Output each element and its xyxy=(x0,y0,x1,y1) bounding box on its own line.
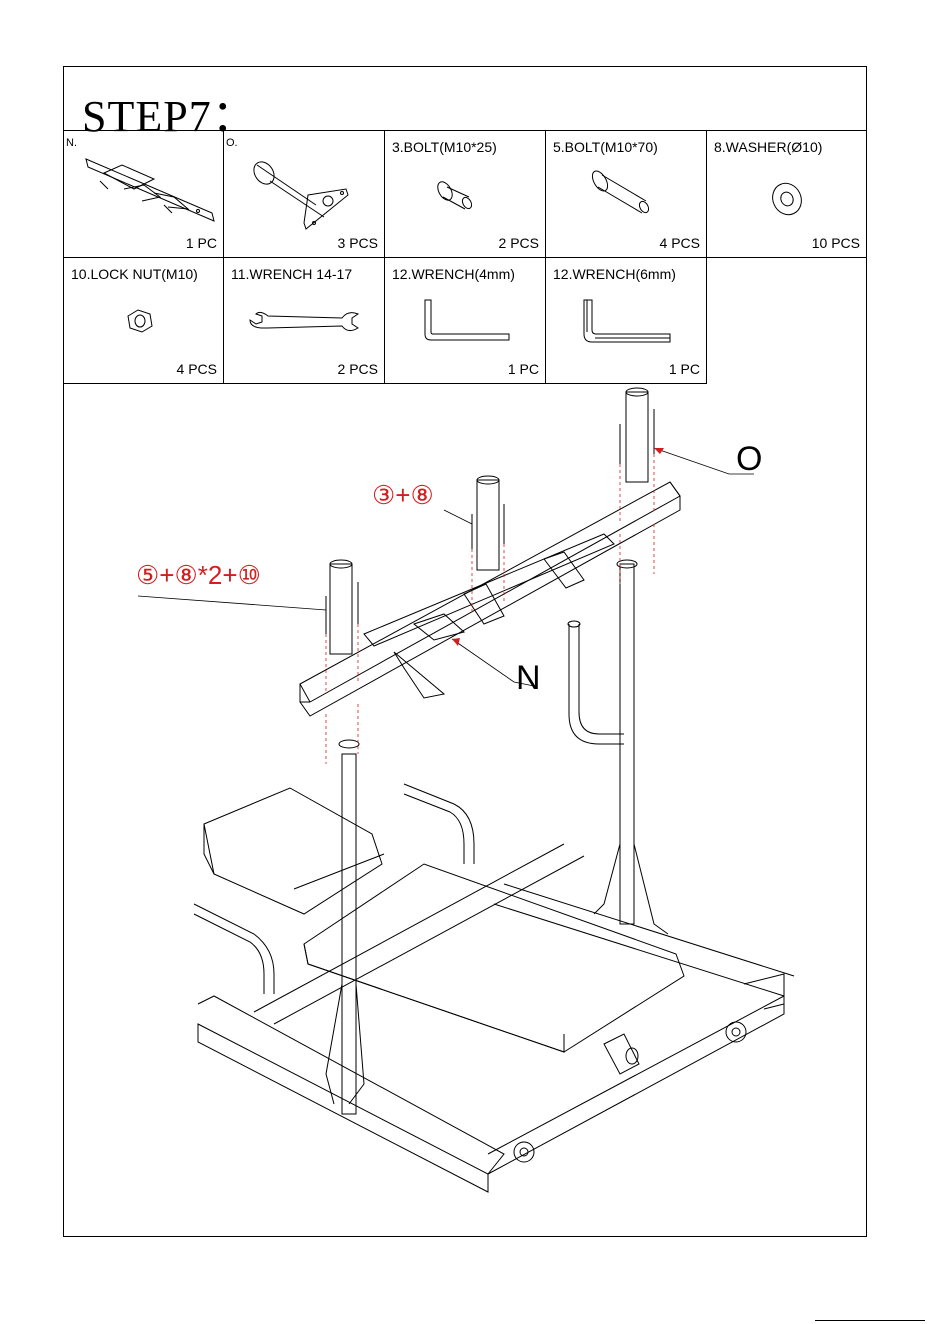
assembly-diagram: O N ③+⑧ ⑤+⑧*2+⑩ xyxy=(64,384,866,1236)
part-qty: 2 PCS xyxy=(338,361,378,377)
part-qty: 10 PCS xyxy=(812,235,860,251)
part-cell-lock-nut: 10.LOCK NUT(M10) 4 PCS xyxy=(63,258,224,384)
page-footer-rule xyxy=(815,1320,925,1321)
callout-top-center: ③+⑧ xyxy=(372,480,434,510)
callout-part-o: O xyxy=(736,440,762,478)
part-cell-bolt-25: 3.BOLT(M10*25) 2 PCS xyxy=(385,131,546,258)
part-cell-allen-6: 12.WRENCH(6mm) 1 PC xyxy=(546,258,707,384)
part-cell-bolt-70: 5.BOLT(M10*70) 4 PCS xyxy=(546,131,707,258)
part-qty: 4 PCS xyxy=(660,235,700,251)
part-cell-wrench: 11.WRENCH 14-17 2 PCS xyxy=(224,258,385,384)
callout-left: ⑤+⑧*2+⑩ xyxy=(136,560,261,590)
callout-part-n: N xyxy=(516,659,541,697)
part-qty: 1 PC xyxy=(186,235,217,251)
part-qty: 2 PCS xyxy=(499,235,539,251)
part-qty: 1 PC xyxy=(669,361,700,377)
part-qty: 3 PCS xyxy=(338,235,378,251)
part-cell-allen-4: 12.WRENCH(4mm) 1 PC xyxy=(385,258,546,384)
part-qty: 1 PC xyxy=(508,361,539,377)
part-cell-n: N. 1 PC xyxy=(63,131,224,258)
part-cell-o: O. 3 PCS xyxy=(224,131,385,258)
part-qty: 4 PCS xyxy=(177,361,217,377)
part-cell-washer: 8.WASHER(Ø10) 10 PCS xyxy=(707,131,867,258)
